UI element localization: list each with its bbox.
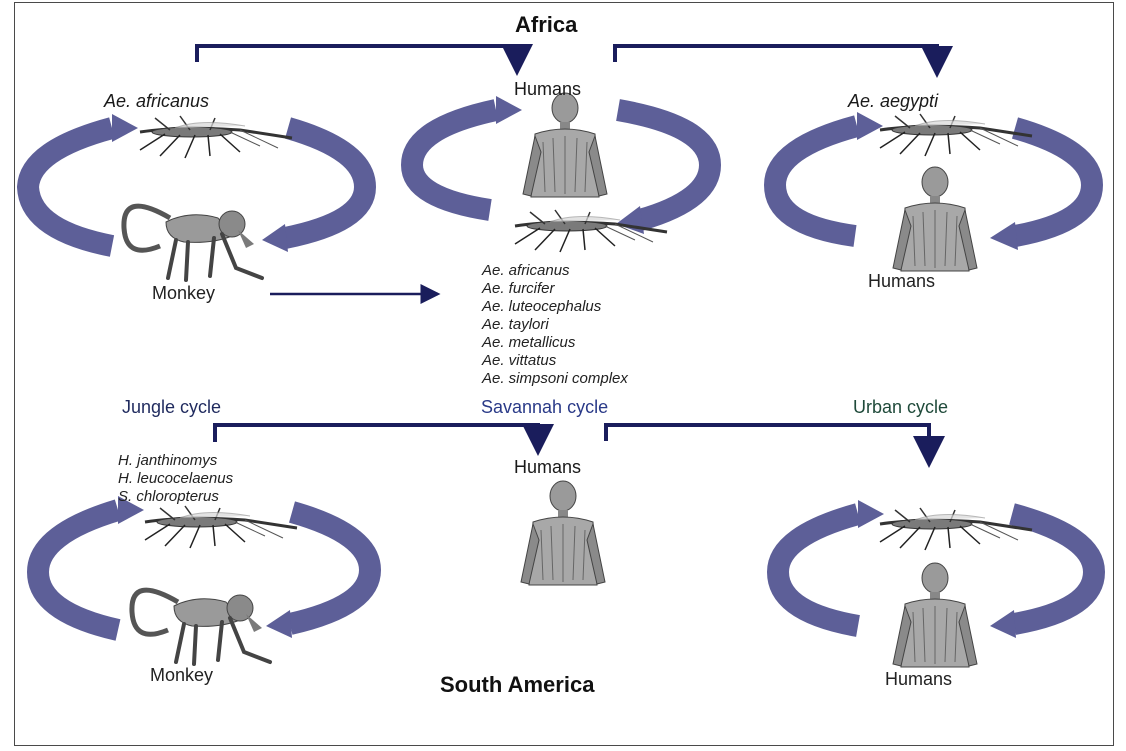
cycle-label-jungle: Jungle cycle bbox=[122, 398, 221, 416]
cycle-arrowhead bbox=[990, 610, 1016, 638]
africa-connector bbox=[197, 46, 937, 74]
cycle-arrowhead bbox=[112, 114, 138, 142]
human-icon bbox=[523, 93, 607, 197]
cycle-arrowhead bbox=[990, 222, 1018, 250]
africa-savannah-host: Humans bbox=[514, 80, 581, 98]
cycle-arrowhead bbox=[496, 96, 522, 124]
south-america-jungle-host: Monkey bbox=[150, 666, 213, 684]
species-item: Ae. luteocephalus bbox=[482, 298, 628, 316]
south-america-jungle-species: H. janthinomys H. leucocelaenus S. chlor… bbox=[118, 452, 233, 506]
cycle-label-urban: Urban cycle bbox=[853, 398, 948, 416]
cycle-arrowhead bbox=[857, 112, 883, 140]
species-item: Ae. vittatus bbox=[482, 352, 628, 370]
south-america-center-host: Humans bbox=[514, 458, 581, 476]
savannah-species-list: Ae. africanus Ae. furcifer Ae. luteoceph… bbox=[482, 262, 628, 388]
monkey-icon bbox=[132, 590, 270, 664]
human-icon bbox=[893, 167, 977, 271]
human-icon bbox=[521, 481, 605, 585]
human-icon bbox=[893, 563, 977, 667]
africa-jungle-host: Monkey bbox=[152, 284, 215, 302]
cycle-arrow bbox=[1015, 128, 1092, 236]
cycle-arrow bbox=[775, 126, 857, 236]
mosquito-icon bbox=[880, 508, 1032, 550]
cycle-arrow bbox=[290, 512, 370, 624]
species-item: S. chloropterus bbox=[118, 488, 233, 506]
africa-urban-host: Humans bbox=[868, 272, 935, 290]
cycle-arrow bbox=[285, 128, 365, 238]
cycle-arrow bbox=[778, 514, 858, 626]
species-item: Ae. metallicus bbox=[482, 334, 628, 352]
cycle-arrow bbox=[1012, 514, 1094, 624]
species-item: H. janthinomys bbox=[118, 452, 233, 470]
species-item: Ae. taylori bbox=[482, 316, 628, 334]
cycle-arrow bbox=[412, 110, 496, 210]
cycle-arrow bbox=[618, 110, 710, 220]
cycle-arrowhead bbox=[262, 224, 288, 252]
species-item: H. leucocelaenus bbox=[118, 470, 233, 488]
cycle-arrow bbox=[38, 510, 118, 630]
region-south-america: South America bbox=[440, 674, 594, 696]
africa-urban-mosquito: Ae. aegypti bbox=[848, 92, 938, 110]
mosquito-icon bbox=[140, 116, 292, 158]
cycle-arrowhead bbox=[616, 206, 644, 234]
species-item: Ae. simpsoni complex bbox=[482, 370, 628, 388]
species-item: Ae. furcifer bbox=[482, 280, 628, 298]
africa-jungle-mosquito: Ae. africanus bbox=[104, 92, 209, 110]
cycle-arrowhead bbox=[266, 610, 292, 638]
cycle-arrow bbox=[28, 128, 112, 246]
cycle-label-savannah: Savannah cycle bbox=[481, 398, 608, 416]
mosquito-icon bbox=[880, 114, 1032, 156]
monkey-icon bbox=[124, 206, 262, 280]
species-item: Ae. africanus bbox=[482, 262, 628, 280]
region-africa: Africa bbox=[515, 14, 577, 36]
south-america-urban-host: Humans bbox=[885, 670, 952, 688]
mosquito-icon bbox=[145, 506, 297, 548]
